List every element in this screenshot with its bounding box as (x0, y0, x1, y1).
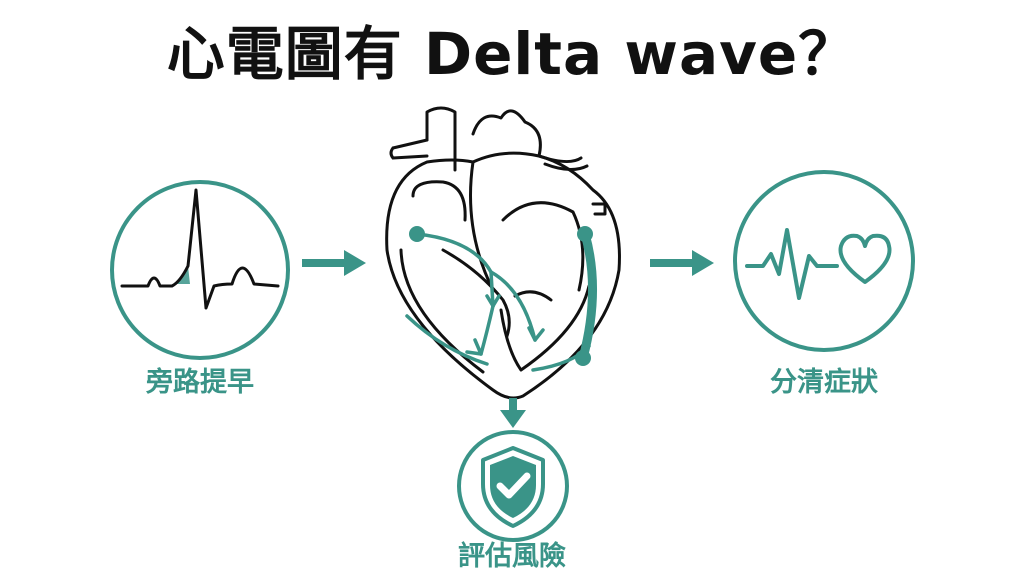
symptom-circle (733, 170, 915, 352)
ecg-delta-wave-icon (120, 188, 280, 310)
label-assess-risk: 評估風險 (458, 541, 566, 572)
arrow-right-icon (302, 250, 366, 276)
page-title: 心電圖有 Delta wave？ (166, 20, 858, 88)
arrow-down-icon (500, 398, 526, 428)
arrow-right-icon (650, 250, 714, 276)
shield-check-icon (481, 446, 545, 528)
heartbeat-heart-icon (745, 228, 892, 300)
label-bypass-early: 旁路提早 (146, 367, 254, 398)
heart-conduction-icon (385, 106, 621, 400)
risk-circle (457, 430, 569, 542)
ecg-circle (110, 180, 290, 360)
label-distinguish-symptoms: 分清症狀 (770, 367, 878, 398)
